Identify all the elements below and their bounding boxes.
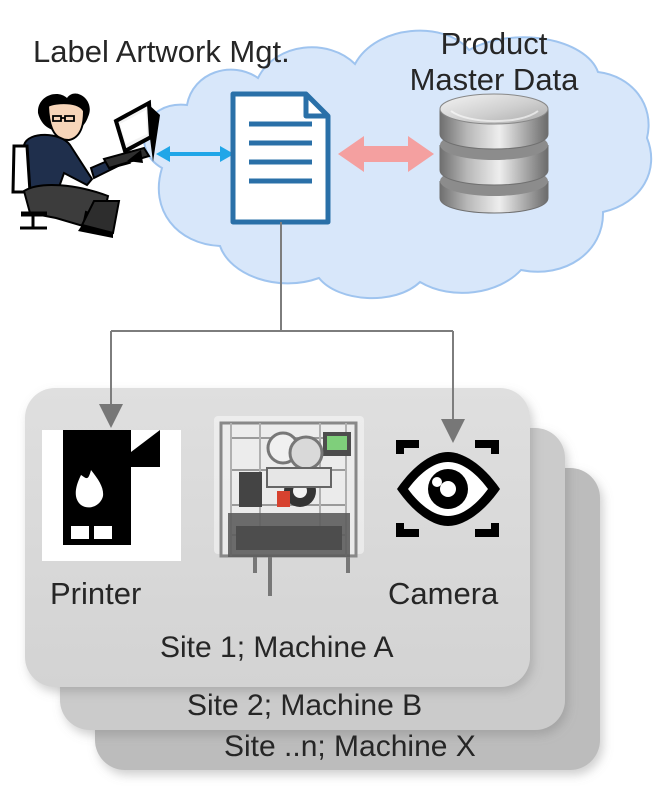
user-document-exchange-arrow <box>156 146 234 162</box>
site-2-machine-b-label: Site 2; Machine B <box>187 689 423 722</box>
distribution-connector <box>99 222 465 443</box>
person-at-computer-icon <box>11 93 160 238</box>
product-master-line-2: Master Data <box>409 62 579 97</box>
label-artwork-title: Label Artwork Mgt. <box>33 34 290 69</box>
document-icon <box>230 91 331 225</box>
camera-eye-icon <box>396 440 500 537</box>
camera-label: Camera <box>388 576 499 611</box>
site-n-machine-x-label: Site ..n; Machine X <box>224 730 476 763</box>
database-icon <box>439 93 549 214</box>
printer-label: Printer <box>50 576 142 611</box>
printer-icon <box>42 430 181 561</box>
product-master-line-1: Product <box>440 26 548 61</box>
document-database-sync-arrow <box>338 136 434 172</box>
labeling-machine-icon <box>214 416 364 596</box>
product-master-title: Product Master Data <box>399 26 589 98</box>
site-1-machine-a-label: Site 1; Machine A <box>160 631 394 664</box>
